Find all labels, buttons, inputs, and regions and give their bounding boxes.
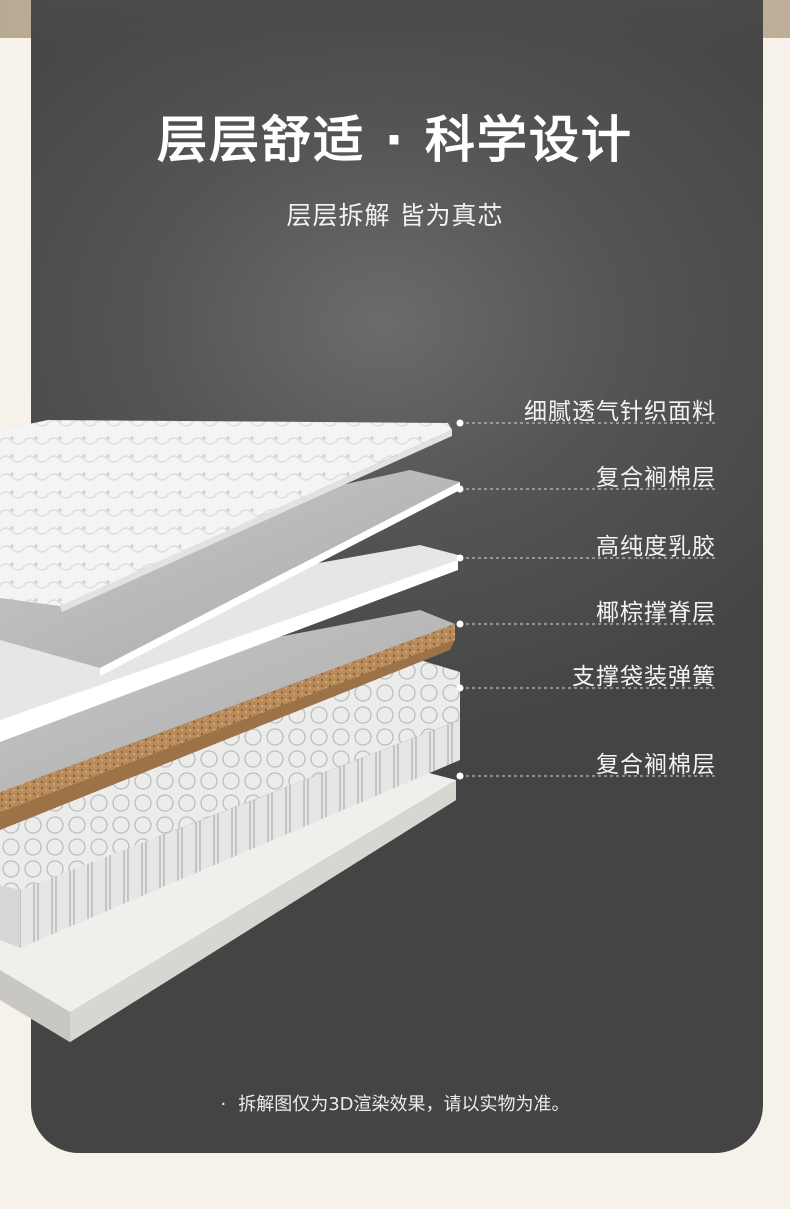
layer-label-pocket-springs: 支撑袋装弹簧 — [572, 664, 716, 690]
disclaimer-text: 拆解图仅为3D渲染效果，请以实物为准。 — [238, 1094, 570, 1115]
mattress-layer-diagram — [0, 419, 715, 1042]
latex-layer-shape — [0, 545, 458, 742]
pocket-spring-layer-shape — [0, 660, 460, 948]
bottom-quilted-layer-shape — [0, 768, 456, 1042]
page-title: 层层舒适 · 科学设计 — [157, 111, 633, 169]
knit-fabric-layer-shape — [0, 420, 452, 612]
layer-label-quilted-bottom: 复合裥棉层 — [596, 752, 716, 778]
page-subtitle: 层层拆解 皆为真芯 — [286, 201, 504, 230]
layer-label-latex: 高纯度乳胶 — [596, 534, 716, 560]
layer-label-quilted-top: 复合裥棉层 — [596, 465, 716, 491]
layer-label-coir: 椰棕撑脊层 — [596, 600, 716, 626]
coir-layer-shape — [0, 610, 455, 830]
bullet-dot: · — [220, 1094, 227, 1115]
leader-lines — [456, 419, 715, 780]
layer-label-knit-fabric: 细腻透气针织面料 — [524, 399, 716, 425]
disclaimer-note: · 拆解图仅为3D渲染效果，请以实物为准。 — [0, 1090, 790, 1116]
quilted-layer-shape — [0, 470, 460, 676]
